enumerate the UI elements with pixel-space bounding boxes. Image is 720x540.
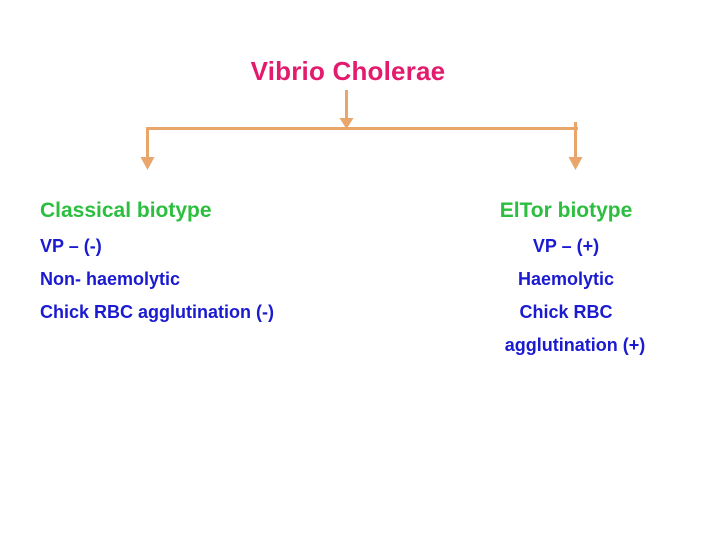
classical-line-vp: VP – (-) — [40, 236, 102, 256]
page-title: Vibrio Cholerae — [250, 56, 446, 86]
column-classical-biotype: Classical biotype VP – (-) Non- haemolyt… — [40, 195, 420, 329]
stem-arrow-down — [339, 90, 354, 129]
column-eltor-biotype: ElTor biotype VP – (+) Haemolytic Chick … — [430, 195, 720, 362]
classical-line-chick-rbc: Chick RBC agglutination (-) — [40, 302, 274, 322]
left-branch-arrow — [140, 128, 155, 170]
column-heading-eltor: ElTor biotype — [499, 199, 633, 222]
eltor-line-haemolysis: Haemolytic — [517, 269, 615, 289]
eltor-line-chick-rbc: Chick RBC — [519, 302, 613, 322]
eltor-line-agglutination: agglutination (+) — [504, 335, 646, 355]
right-branch-arrow — [568, 122, 583, 170]
eltor-line-vp: VP – (+) — [532, 236, 600, 256]
classical-line-haemolysis: Non- haemolytic — [40, 269, 181, 289]
column-heading-classical: Classical biotype — [40, 199, 212, 222]
